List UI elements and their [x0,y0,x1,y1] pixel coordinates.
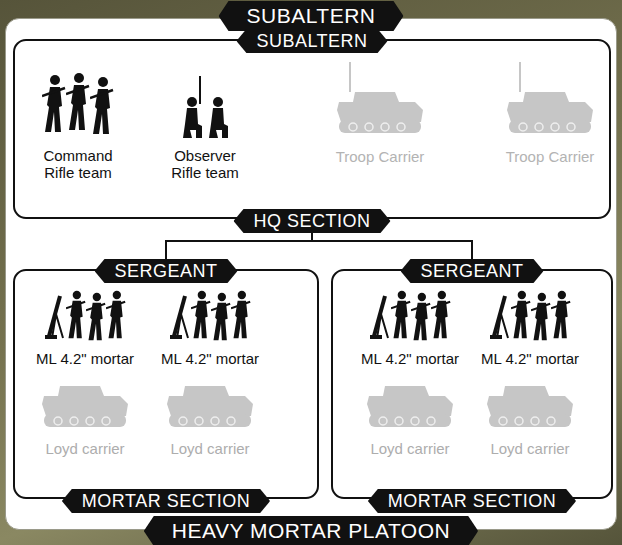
section-tab: HEAVY MORTAR PLATOON [144,516,478,545]
section-tab: SERGEANT [94,259,237,283]
mortar-team-icon [490,291,570,341]
unit-caption: Command Rifle team [33,147,123,182]
org-box: SERGEANTMORTAR SECTION [13,269,319,499]
unit-caption: Loyd carrier [45,440,124,457]
unit-caption: Loyd carrier [370,440,449,457]
org-box: SERGEANTMORTAR SECTION [331,269,613,499]
rifleman-icon [66,73,89,130]
org-connector [312,219,472,269]
carrier-antenna [519,62,521,92]
section-tab: HQ SECTION [233,209,390,233]
rifleman-icon [42,75,65,132]
unit-caption: Troop Carrier [336,148,425,165]
mortar-team-icon [170,291,250,341]
carrier-icon [337,92,423,133]
section-tab: MORTAR SECTION [368,489,576,513]
unit-caption: Loyd carrier [490,440,569,457]
carrier-icon [167,386,253,427]
carrier-antenna [349,62,351,92]
mortar-team-icon [45,291,125,341]
unit-caption: ML 4.2" mortar [36,350,134,367]
mortar-team-icon [370,291,450,341]
unit-caption: Troop Carrier [506,148,595,165]
section-tab: SUBALTERN [219,1,404,31]
unit-caption: ML 4.2" mortar [161,350,259,367]
observer-icon [183,97,202,138]
org-box: SUBALTERNHQ SECTION [13,39,611,219]
rifleman-icon [90,77,113,134]
org-connector [166,219,312,269]
radio-antenna [199,76,201,104]
unit-caption: ML 4.2" mortar [361,350,459,367]
carrier-icon [367,386,453,427]
carrier-icon [487,386,573,427]
unit-caption: Observer Rifle team [160,147,250,182]
carrier-icon [42,386,128,427]
section-tab: MORTAR SECTION [62,489,270,513]
section-tab: SERGEANT [400,259,543,283]
carrier-icon [507,92,593,133]
unit-caption: ML 4.2" mortar [481,350,579,367]
observer-icon [209,97,228,138]
unit-caption: Loyd carrier [170,440,249,457]
section-tab: SUBALTERN [236,29,387,53]
